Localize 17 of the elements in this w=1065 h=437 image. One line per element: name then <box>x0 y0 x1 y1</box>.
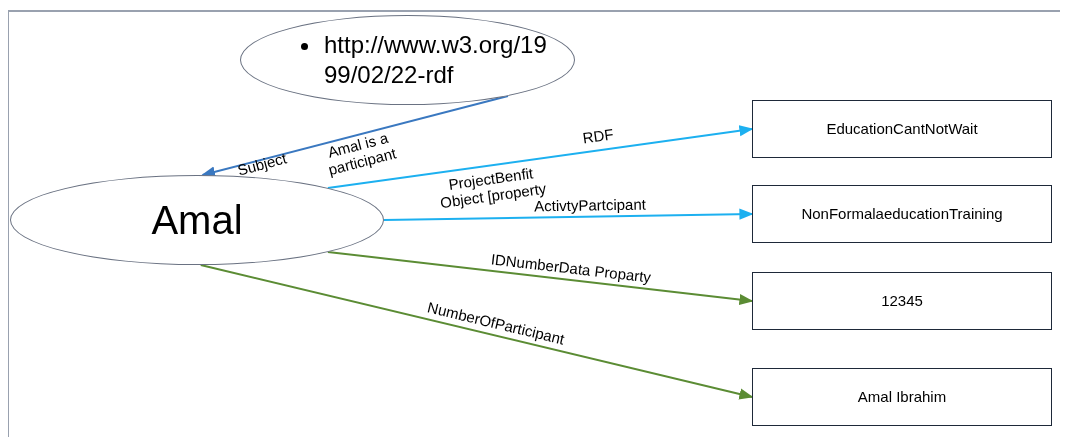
node-text: NonFormalaeducationTraining <box>800 204 1004 224</box>
box-node <box>752 185 1052 243</box>
node-text: Amal <box>150 197 244 244</box>
annotation-label: RDF <box>581 125 615 147</box>
arrow <box>326 250 754 306</box>
arrow <box>383 208 754 221</box>
arrow <box>326 125 754 190</box>
box-node <box>752 100 1052 158</box>
annotation-label: Subject <box>235 149 289 179</box>
node-text: Amal Ibrahim <box>856 387 948 407</box>
node-text: 12345 <box>880 291 924 311</box>
box-node <box>752 368 1052 426</box>
box-node <box>752 272 1052 330</box>
arrow <box>199 264 754 400</box>
node-text: EducationCantNotWait <box>825 119 979 139</box>
edge-label: IDNumberData Proparty <box>489 249 653 288</box>
node-text: http://www.w3.org/1999/02/22-rdf <box>324 30 548 90</box>
